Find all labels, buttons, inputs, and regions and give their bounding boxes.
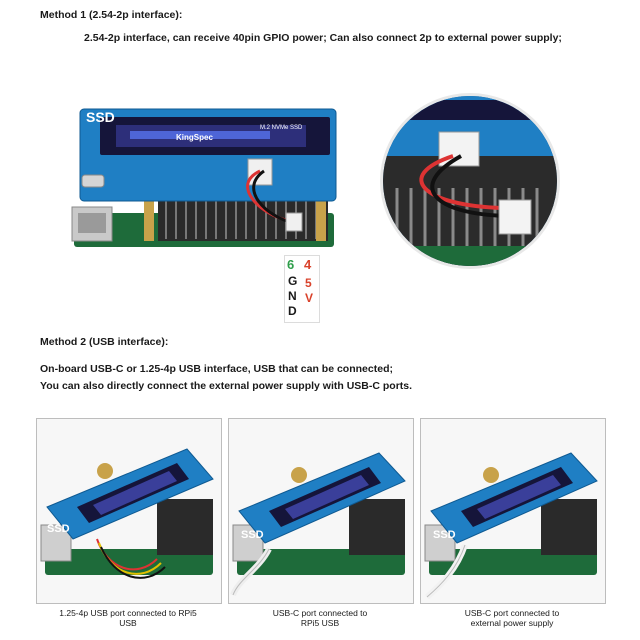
board-text-photo2: SSD (241, 529, 264, 541)
method2-line1: On-board USB-C or 1.25-4p USB interface,… (40, 363, 393, 375)
ssd-label: M.2 NVMe SSD (260, 125, 303, 131)
photo3-caption: USB-C port connected to external power s… (417, 608, 607, 628)
gnd-label: GND (288, 274, 298, 318)
v5-pin-number: 4 (304, 257, 312, 272)
method1-heading: Method 1 (2.54-2p interface): (40, 9, 183, 21)
ssd-brand: KingSpec (176, 133, 213, 142)
photo2-caption: USB-C port connected to RPi5 USB (225, 608, 415, 628)
photo-usb-c-external-power: SSD (420, 418, 606, 604)
board-text-photo3: SSD (433, 529, 456, 541)
method1-board-photo: SSD KingSpec M.2 NVMe SSD (60, 95, 350, 255)
gnd-pin-number: 6 (287, 257, 295, 272)
v5-label: 5V (305, 276, 314, 305)
photo1-caption: 1.25-4p USB port connected to RPi5 USB (33, 608, 223, 628)
photo1-caption-line1: 1.25-4p USB port connected to RPi5 (59, 608, 197, 618)
method1-description: 2.54-2p interface, can receive 40pin GPI… (84, 32, 562, 44)
connector-zoom-photo (380, 93, 560, 269)
board-text: SSD (86, 109, 115, 125)
photo1-caption-line2: USB (119, 618, 137, 628)
method2-heading: Method 2 (USB interface): (40, 336, 169, 348)
photo3-caption-line2: external power supply (470, 618, 554, 628)
photo2-caption-line2: RPi5 USB (300, 618, 340, 628)
photo2-caption-line1: USB-C port connected to (272, 608, 368, 618)
pin-label-block: 6 4 GND 5V (284, 255, 320, 323)
photo-usb-1.25-4p: SSD (36, 418, 222, 604)
method2-line2: You can also directly connect the extern… (40, 380, 413, 392)
photo3-caption-line1: USB-C port connected to (464, 608, 560, 618)
photo-usb-c-to-rpi5: SSD (228, 418, 414, 604)
board-text-photo1: SSD (47, 523, 70, 535)
